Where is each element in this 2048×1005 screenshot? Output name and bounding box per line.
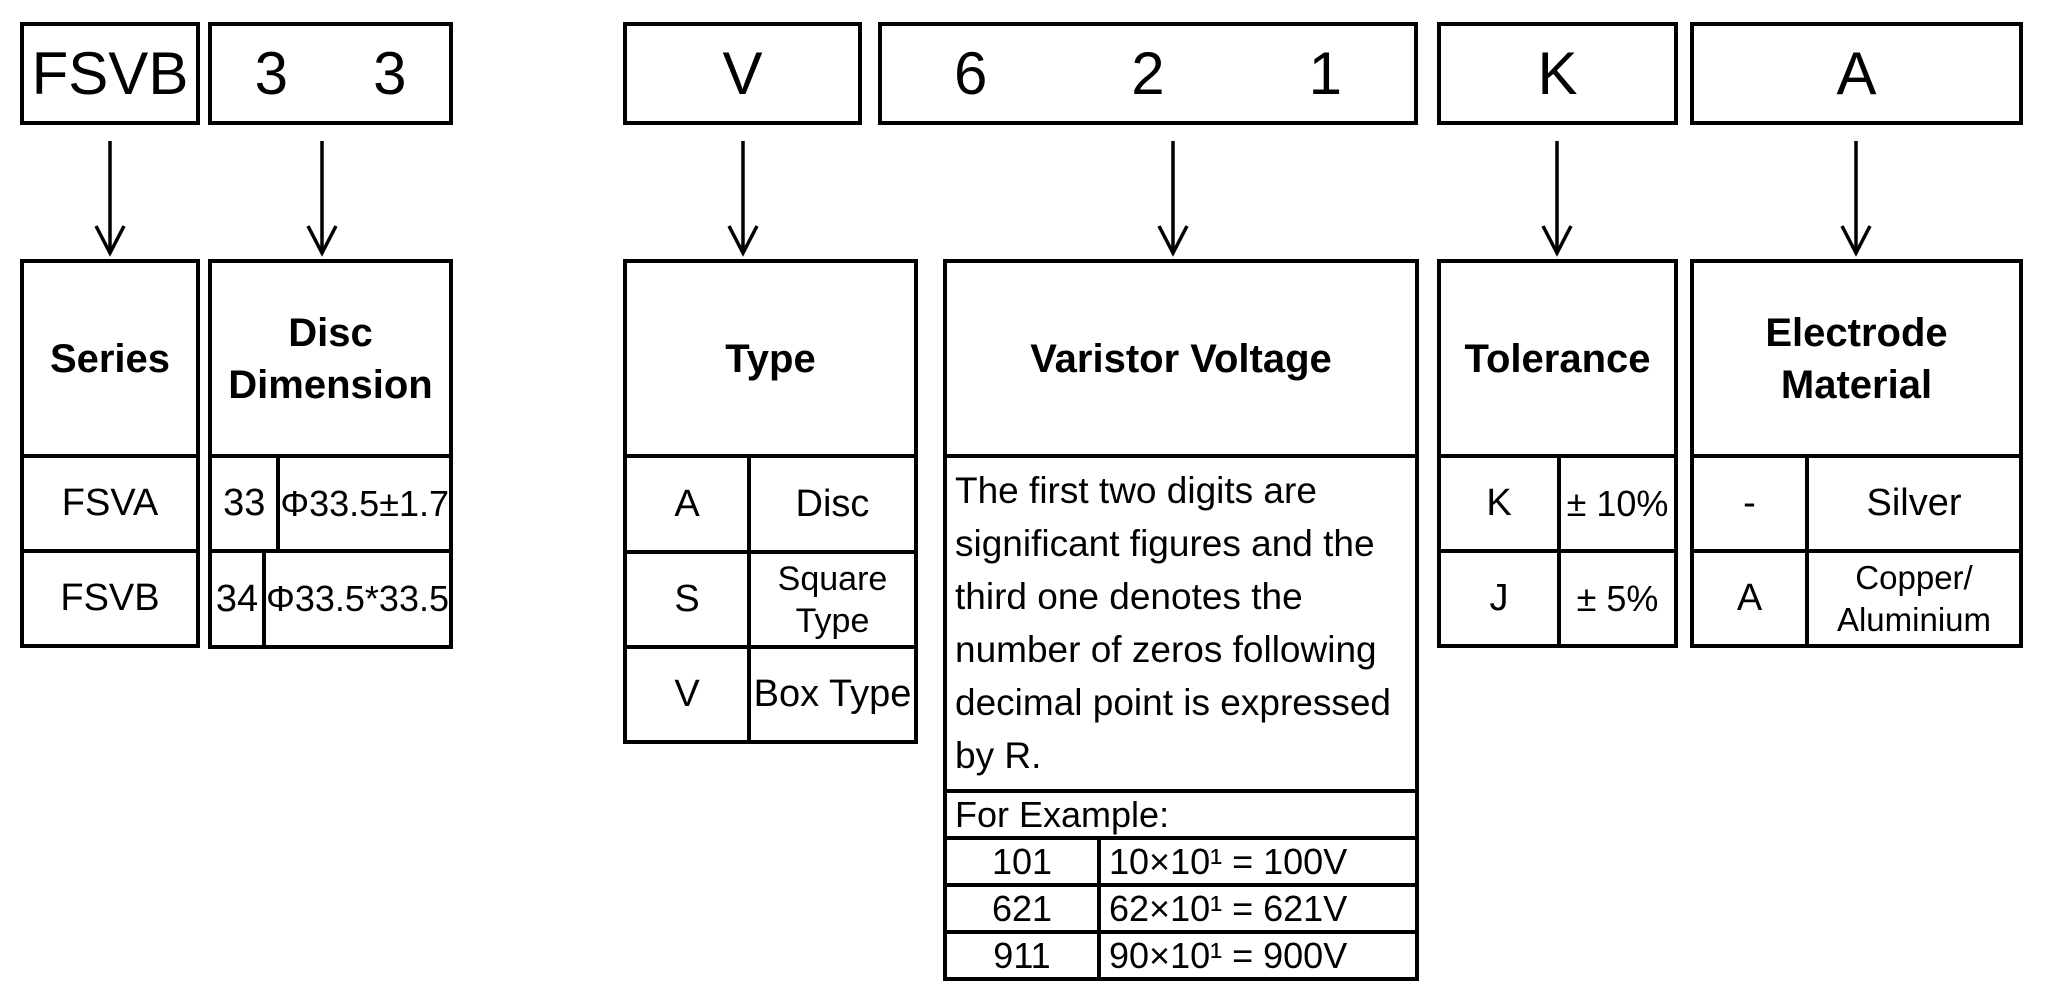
title-line: Dimension [228, 362, 433, 407]
description-line: number of zeros following [955, 629, 1377, 670]
disc-dimension-table: Disc Dimension 33 Φ33.5±1.7 34 Φ33.5*33.… [208, 259, 453, 649]
type-table: Type A Disc S Square Type V Box Type [623, 259, 918, 744]
code-box-tolerance: K [1437, 22, 1678, 125]
down-arrow-icon [306, 141, 338, 257]
value-cell: ± 10% [1566, 482, 1669, 524]
value-line: Box Type [753, 673, 912, 715]
tolerance-table: Tolerance K ± 10% J ± 5% [1437, 259, 1678, 648]
table-title: Disc Dimension [212, 263, 449, 454]
value-line: Disc [795, 482, 870, 525]
table-row: FSVA [24, 454, 196, 549]
value-line: Aluminium [1836, 600, 1992, 638]
code-box-electrode-material: A [1690, 22, 2023, 125]
table-row: K ± 10% [1441, 454, 1674, 549]
code-cell: - [1694, 458, 1809, 549]
code-char: FSVB [31, 40, 189, 107]
table-row: 33 Φ33.5±1.7 [212, 454, 449, 549]
example-label: For Example: [947, 789, 1415, 836]
code-cell: S [627, 554, 751, 645]
code-box-varistor-voltage: 6 2 1 [878, 22, 1418, 125]
example-row: 621 62×10¹ = 621V [947, 883, 1415, 930]
code-cell: 101 [947, 840, 1101, 883]
down-arrow-icon [1541, 141, 1573, 257]
value-cell: Box Type [751, 649, 914, 740]
code-box-series: FSVB [20, 22, 200, 125]
value-cell: Silver [1809, 458, 2019, 549]
code-cell: J [1441, 553, 1561, 644]
value-cell: Φ33.5±1.7 [280, 482, 449, 524]
voltage-description: The first two digits are significant fig… [947, 454, 1415, 789]
down-arrow-icon [727, 141, 759, 257]
table-title: Tolerance [1441, 263, 1674, 454]
value-line: Square [777, 559, 888, 598]
table-row: V Box Type [627, 645, 914, 740]
code-cell: 621 [947, 887, 1101, 930]
title-line: Tolerance [1464, 336, 1651, 381]
code-cell: A [627, 458, 751, 550]
code-char: 2 [1131, 40, 1165, 107]
code-cell: A [1694, 553, 1809, 644]
table-title: Varistor Voltage [947, 263, 1415, 454]
code-cell: 34 [212, 553, 267, 645]
title-line: Material [1780, 362, 1933, 407]
title-line: Varistor Voltage [1030, 336, 1332, 381]
example-row: 911 90×10¹ = 900V [947, 930, 1415, 977]
title-line: Series [49, 336, 171, 381]
table-row: A Copper/ Aluminium [1694, 549, 2019, 644]
series-table: Series FSVA FSVB [20, 259, 200, 648]
code-char: 6 [953, 40, 988, 107]
value-cell: FSVA [61, 482, 159, 524]
code-char: V [722, 40, 763, 107]
table-row: FSVB [24, 549, 196, 644]
code-char: A [1836, 40, 1877, 107]
table-title: Series [24, 263, 196, 454]
title-line: Disc [288, 310, 373, 355]
code-char: K [1537, 40, 1578, 107]
description-line: by R. [955, 735, 1042, 776]
description-line: The first two digits are [955, 470, 1317, 511]
down-arrow-icon [1157, 141, 1189, 257]
value-cell: 90×10¹ = 900V [1109, 934, 1348, 976]
value-cell: FSVB [60, 577, 160, 619]
example-row: 101 10×10¹ = 100V [947, 836, 1415, 883]
code-box-disc-dimension: 3 3 [208, 22, 453, 125]
title-line: Electrode [1765, 310, 1948, 355]
table-title: Electrode Material [1694, 263, 2019, 454]
value-cell: Φ33.5*33.5 [266, 578, 449, 619]
down-arrow-icon [94, 141, 126, 257]
value-cell: Square Type [751, 554, 914, 645]
table-row: 34 Φ33.5*33.5 [212, 549, 449, 645]
code-char: 3 [373, 40, 407, 107]
table-row: S Square Type [627, 550, 914, 645]
value-line: Silver [1866, 482, 1962, 524]
code-cell: V [627, 649, 751, 740]
electrode-material-table: Electrode Material - Silver A Copper/ Al… [1690, 259, 2023, 648]
code-cell: 911 [947, 934, 1101, 977]
value-cell: 62×10¹ = 621V [1109, 887, 1348, 929]
value-line: Type [795, 601, 870, 640]
description-line: third one denotes the [955, 576, 1303, 617]
code-box-type: V [623, 22, 862, 125]
down-arrow-icon [1840, 141, 1872, 257]
value-cell: Disc [751, 458, 914, 550]
table-row: - Silver [1694, 454, 2019, 549]
table-row: J ± 5% [1441, 549, 1674, 644]
table-row: A Disc [627, 454, 914, 550]
code-char: 1 [1308, 40, 1342, 107]
value-cell: 10×10¹ = 100V [1109, 840, 1348, 882]
value-cell: ± 5% [1576, 577, 1659, 619]
title-line: Type [725, 336, 816, 381]
varistor-voltage-table: Varistor Voltage The first two digits ar… [943, 259, 1419, 981]
code-cell: K [1441, 458, 1561, 549]
code-cell: 33 [212, 458, 281, 549]
table-title: Type [627, 263, 914, 454]
description-line: significant figures and the [955, 523, 1375, 564]
value-cell: Copper/ Aluminium [1809, 553, 2019, 644]
description-line: decimal point is expressed [955, 682, 1391, 723]
value-line: Copper/ [1855, 558, 1973, 596]
code-char: 3 [254, 40, 288, 107]
